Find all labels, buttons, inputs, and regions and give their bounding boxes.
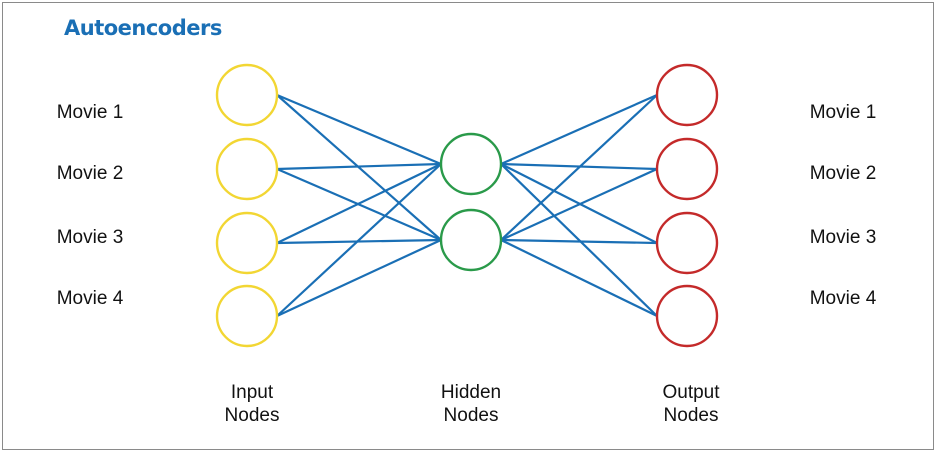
- edges: [276, 93, 658, 317]
- left-label-movie-3: Movie 3: [57, 227, 124, 248]
- edge-input-4-hidden-1: [276, 163, 442, 317]
- hidden-layer-label-line2: Nodes: [444, 405, 499, 426]
- edge-hidden-2-output-4: [500, 239, 658, 317]
- edge-input-3-hidden-2: [276, 238, 442, 245]
- edge-hidden-1-output-1: [500, 93, 658, 166]
- diagram-title: Autoencoders: [64, 16, 222, 40]
- right-label-movie-2: Movie 2: [810, 163, 877, 184]
- output-node-1: [655, 63, 719, 127]
- input-node-1: [215, 63, 279, 127]
- edge-hidden-1-output-4: [500, 163, 658, 317]
- right-label-movie-3: Movie 3: [810, 227, 877, 248]
- hidden-node-1: [439, 132, 503, 196]
- input-layer-label-line1: Input: [231, 382, 274, 403]
- output-layer-label-line2: Nodes: [664, 405, 719, 426]
- edge-hidden-2-output-1: [500, 94, 658, 241]
- left-label-movie-2: Movie 2: [57, 163, 124, 184]
- output-node-3: [655, 211, 719, 275]
- edge-input-3-hidden-1: [276, 163, 442, 244]
- right-label-movie-1: Movie 1: [810, 102, 877, 123]
- output-node-4: [655, 284, 719, 348]
- hidden-node-2: [439, 208, 503, 272]
- hidden-layer-label-line1: Hidden: [441, 382, 501, 403]
- left-label-movie-1: Movie 1: [57, 102, 124, 123]
- input-node-3: [215, 211, 279, 275]
- edge-hidden-2-output-3: [500, 238, 658, 245]
- edge-input-1-hidden-1: [276, 93, 442, 166]
- edge-input-4-hidden-2: [276, 239, 442, 317]
- input-node-2: [215, 137, 279, 201]
- output-node-2: [655, 137, 719, 201]
- nodes: [215, 63, 719, 348]
- right-label-movie-4: Movie 4: [810, 288, 877, 309]
- input-layer-label-line2: Nodes: [225, 405, 280, 426]
- input-node-4: [215, 284, 279, 348]
- left-label-movie-4: Movie 4: [57, 288, 124, 309]
- edge-hidden-2-output-2: [500, 167, 658, 242]
- edge-input-2-hidden-1: [276, 162, 442, 171]
- output-layer-label-line1: Output: [662, 382, 720, 403]
